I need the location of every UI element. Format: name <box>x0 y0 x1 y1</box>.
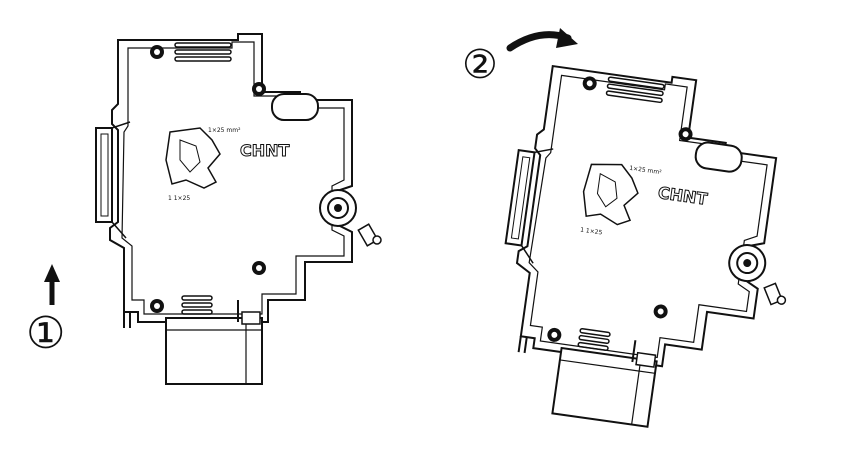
breaker-body-tilted <box>515 64 778 368</box>
circuit-breaker-right: 1×25 mm² 1 1×25 CHNT <box>504 64 787 428</box>
up-arrow-icon <box>44 264 60 305</box>
rating-label: 1×25 mm² <box>208 127 241 134</box>
circuit-breaker-left: 1×25 mm² 1 1×25 CHNT <box>95 33 382 385</box>
step-1-marker: ① <box>26 308 66 359</box>
curved-arrow-icon <box>506 28 578 52</box>
terminal-label-tilted: 1 1×25 <box>580 227 603 237</box>
breaker-body <box>109 33 353 323</box>
rating-label-tilted: 1×25 mm² <box>629 165 663 177</box>
brand-logo: CHNT <box>240 141 290 160</box>
terminal-label: 1 1×25 <box>168 195 190 202</box>
step-2-marker: ② <box>462 42 498 88</box>
